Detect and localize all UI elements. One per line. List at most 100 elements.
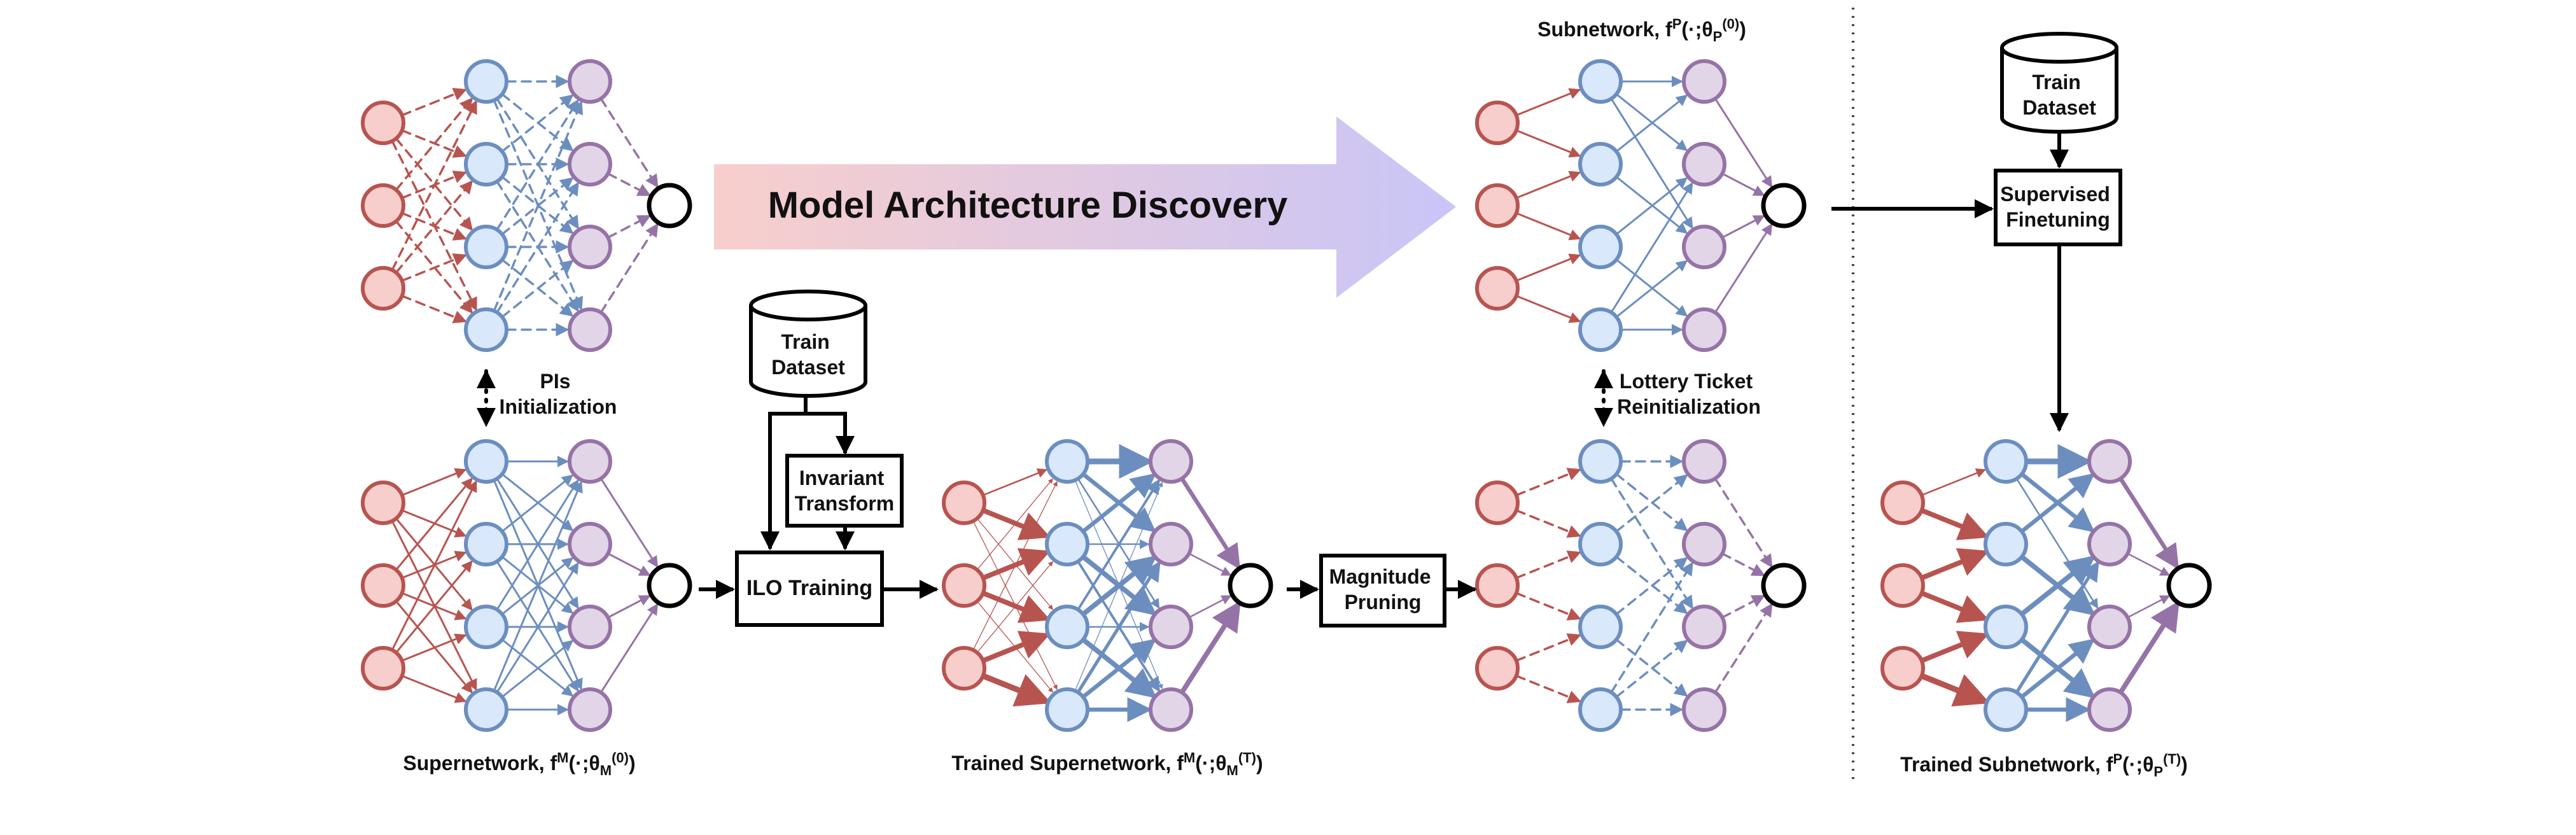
network-edge — [1615, 638, 1688, 697]
network-edge — [980, 631, 1051, 663]
input-neuron — [361, 101, 405, 145]
dataset1-line2: Dataset — [771, 356, 845, 379]
network-edge — [1081, 473, 1156, 534]
network-edge — [599, 477, 659, 568]
input-neuron — [1475, 101, 1520, 145]
network-edge — [2127, 552, 2171, 576]
banner-text: Model Architecture Discovery — [768, 185, 1288, 226]
input-neuron — [361, 183, 405, 228]
network-edge — [400, 88, 467, 116]
hidden2-neuron — [568, 687, 612, 732]
network-edge — [2118, 600, 2180, 695]
hidden1-neuron — [1578, 307, 1623, 352]
hidden1-neuron — [1045, 605, 1089, 649]
hidden2-neuron — [568, 225, 612, 269]
hidden2-neuron — [1682, 687, 1726, 732]
network-edge — [2019, 555, 2096, 617]
hidden2-neuron — [1682, 522, 1726, 566]
hidden2-neuron — [1149, 439, 1193, 484]
network-edge — [1721, 215, 1765, 239]
network-edge — [1610, 97, 1693, 230]
network-edge — [496, 479, 579, 611]
network-edge — [1615, 473, 1688, 531]
input-neuron — [1880, 646, 1925, 691]
input-neuron — [361, 646, 405, 691]
hidden2-neuron — [1682, 439, 1726, 484]
hidden2-neuron — [1682, 225, 1726, 269]
network-edge — [972, 481, 1058, 651]
network-edge — [1515, 295, 1581, 323]
hidden1-neuron — [1578, 142, 1623, 186]
supernetwork — [361, 439, 692, 732]
hidden1-neuron — [464, 59, 508, 104]
network-edge — [1515, 88, 1581, 116]
hidden2-neuron — [1682, 605, 1726, 649]
subnetwork — [1475, 59, 1807, 352]
input-neuron — [1475, 266, 1520, 311]
hidden1-neuron — [1045, 522, 1089, 566]
hidden2-neuron — [2087, 522, 2132, 566]
input-neuron — [942, 563, 986, 608]
network-edge — [1919, 673, 1991, 706]
network-edge — [493, 481, 583, 692]
hidden1-neuron — [464, 439, 508, 484]
hidden2-neuron — [1682, 307, 1726, 352]
network-edge — [391, 480, 477, 651]
network-edge — [401, 468, 467, 496]
hidden2-neuron — [2087, 687, 2132, 732]
network-edge — [401, 509, 467, 538]
network-edge — [1610, 561, 1693, 694]
hidden1-neuron — [464, 605, 508, 649]
input-neuron — [361, 266, 405, 311]
network-edge — [501, 94, 574, 153]
network-edge — [1515, 253, 1581, 282]
ilo-training-label: ILO Training — [746, 576, 872, 600]
hidden2-neuron — [568, 59, 612, 104]
network-edge — [1515, 633, 1581, 662]
magnitude-line1: Magnitude — [1329, 565, 1431, 588]
hidden2-neuron — [568, 142, 612, 186]
train-dataset-cylinder-2: Train Dataset — [2000, 32, 2118, 134]
network-edge — [2019, 473, 2095, 534]
network-edge — [1919, 591, 1989, 623]
network-edge — [1515, 592, 1581, 621]
hidden1-neuron — [1984, 522, 2028, 566]
hidden1-neuron — [1578, 522, 1623, 566]
subnetwork-caption: Subnetwork, fP(·;θP(0)) — [1537, 16, 1746, 45]
initialization-network — [361, 59, 692, 352]
magnitude-line2: Pruning — [1345, 591, 1422, 614]
finetuning-line2: Finetuning — [2006, 208, 2110, 231]
output-neuron — [647, 563, 692, 608]
hidden1-neuron — [1578, 225, 1623, 269]
network-edge — [980, 548, 1051, 580]
network-edge — [976, 561, 1053, 654]
network-edge — [1919, 508, 1989, 540]
network-edge — [401, 592, 467, 621]
network-edge — [496, 99, 579, 231]
supervised-finetuning-box: Supervised Finetuning — [1994, 169, 2122, 246]
svg-text:Train Dataset: Train Dataset — [2022, 71, 2096, 119]
trained-supernetwork — [942, 439, 1273, 732]
network-edge — [1515, 509, 1581, 538]
network-edge — [1615, 474, 1688, 533]
svg-text:PIs Initialization: PIs Initialization — [500, 370, 617, 418]
network-edge — [496, 561, 579, 694]
lottery-label-line1: Lottery Ticket — [1620, 370, 1753, 393]
network-edge — [1615, 260, 1688, 318]
network-edge — [1515, 468, 1581, 496]
input-neuron — [942, 646, 986, 691]
network-edge — [501, 258, 574, 317]
network-edge — [1714, 603, 1773, 694]
network-edge — [493, 100, 584, 312]
network-edge — [400, 253, 467, 282]
edge-group — [1515, 454, 1773, 717]
network-edge — [496, 560, 579, 692]
network-edge — [1919, 548, 1989, 580]
network-edge — [1610, 477, 1693, 610]
invariant-transform-box: Invariant Transform — [785, 454, 904, 528]
network-edge — [1515, 551, 1581, 579]
hidden1-neuron — [1045, 439, 1089, 484]
network-edge — [501, 176, 574, 234]
pis-initialization-connector: PIs Initialization — [477, 369, 617, 427]
hidden1-neuron — [464, 307, 508, 352]
